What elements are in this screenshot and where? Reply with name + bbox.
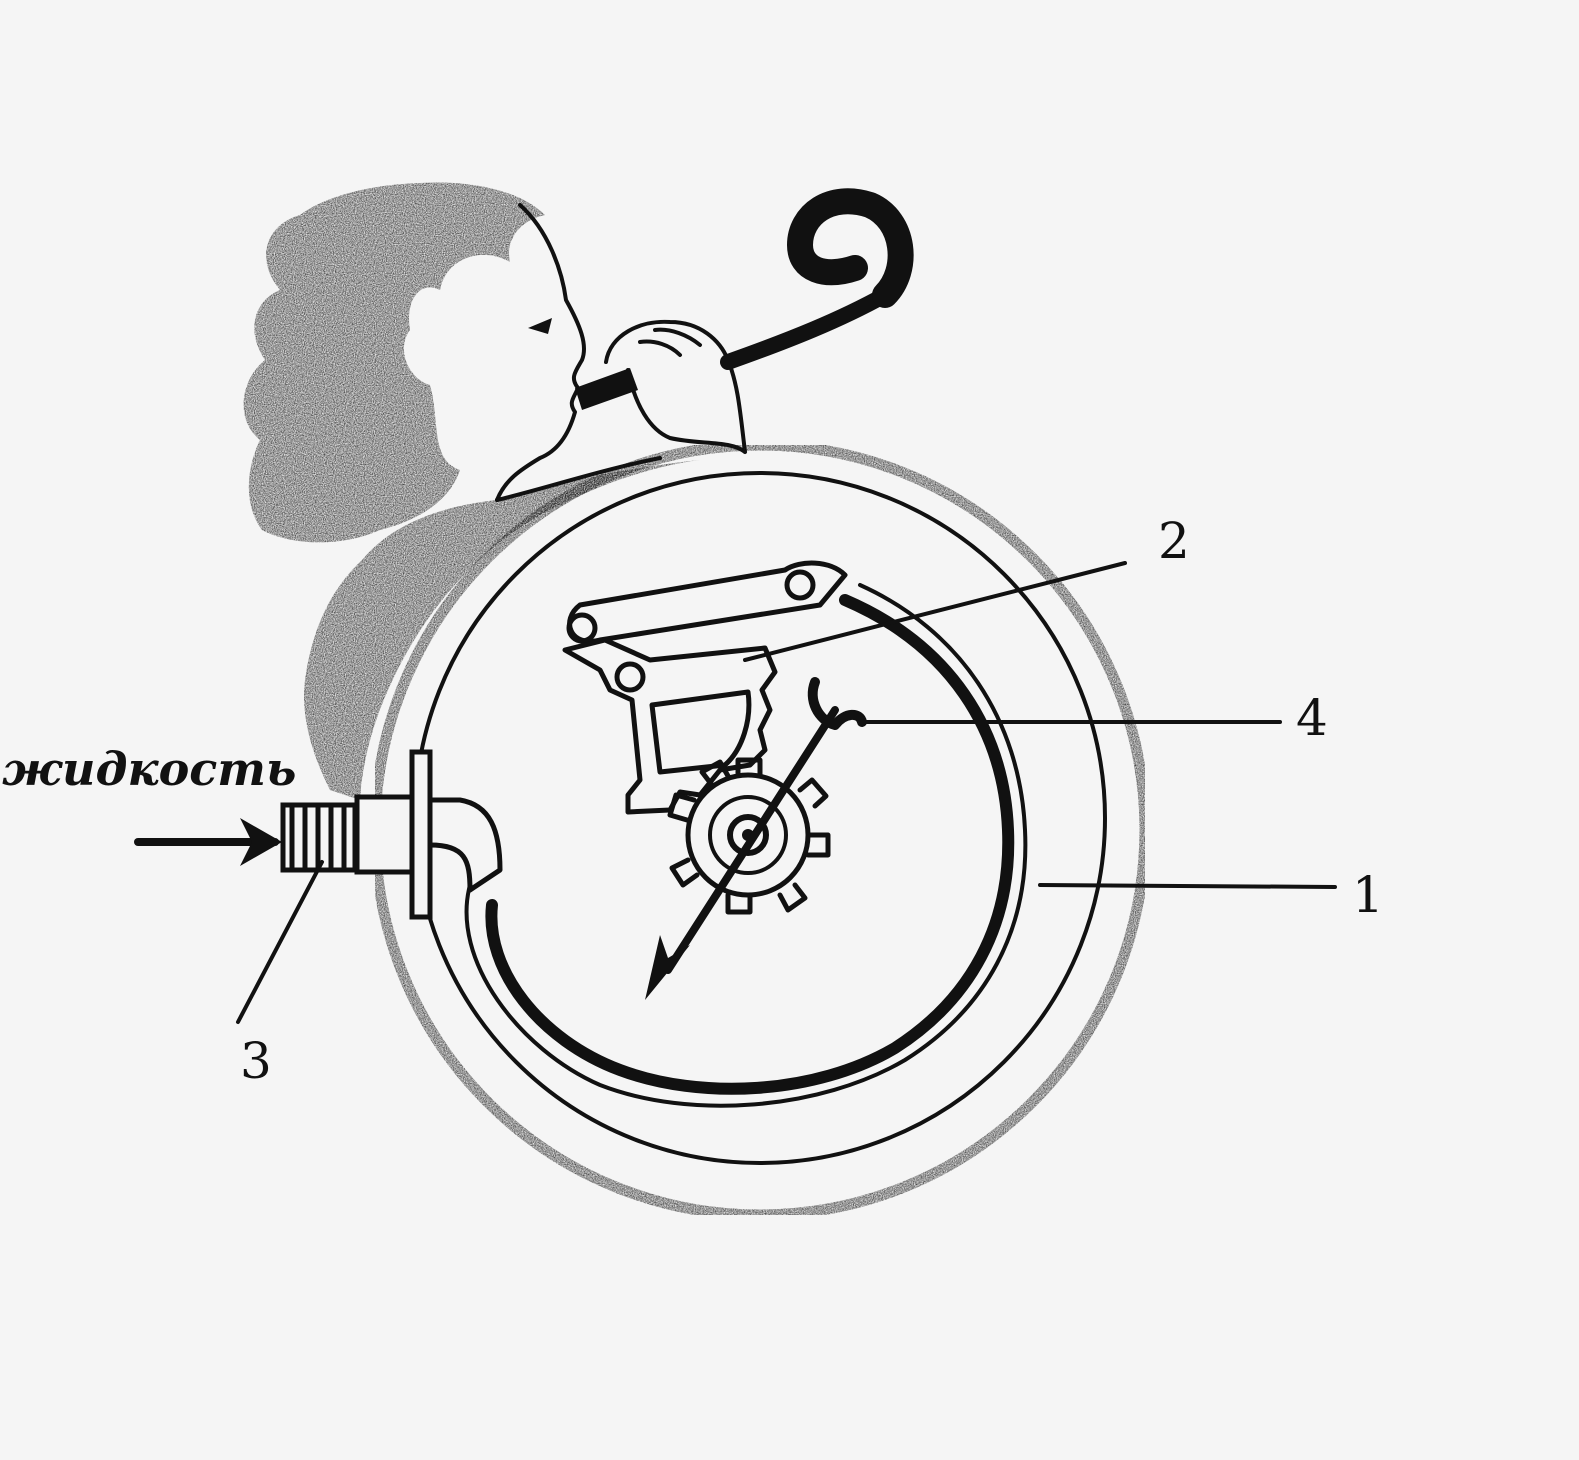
elbow-pipe	[427, 797, 503, 893]
pinion-gear	[667, 757, 831, 915]
horn-mouthpiece	[575, 368, 638, 410]
fitting-body	[354, 794, 415, 875]
leader-line-2	[743, 561, 1127, 662]
callout-1: 1	[1352, 866, 1384, 924]
flange	[409, 749, 433, 920]
callout-4: 4	[1296, 689, 1328, 747]
pivot-top-right	[784, 569, 816, 601]
leader-line-1	[1038, 883, 1337, 889]
hand-outline	[604, 319, 747, 454]
pivot-top-left	[566, 612, 598, 644]
leader-lines	[236, 561, 1337, 1024]
eye	[528, 318, 552, 334]
fluid-inlet-arrow-icon	[134, 818, 282, 866]
face-outline	[495, 203, 587, 502]
sector-gear	[562, 637, 778, 815]
pointer-fork	[807, 677, 867, 730]
body-shape	[304, 460, 700, 800]
hair-shape	[243, 182, 546, 543]
callout-3: 3	[240, 1032, 272, 1090]
callout-2: 2	[1158, 512, 1190, 570]
transmission-mechanism	[562, 560, 848, 915]
sector-pivot	[614, 661, 646, 693]
leader-line-3	[236, 860, 324, 1024]
gauge-pointer	[645, 677, 867, 1000]
party-horn-stem	[720, 287, 893, 370]
woman-figure-icon	[243, 182, 914, 800]
party-horn-curl	[787, 188, 914, 308]
fluid-label: жидкость	[2, 742, 296, 796]
